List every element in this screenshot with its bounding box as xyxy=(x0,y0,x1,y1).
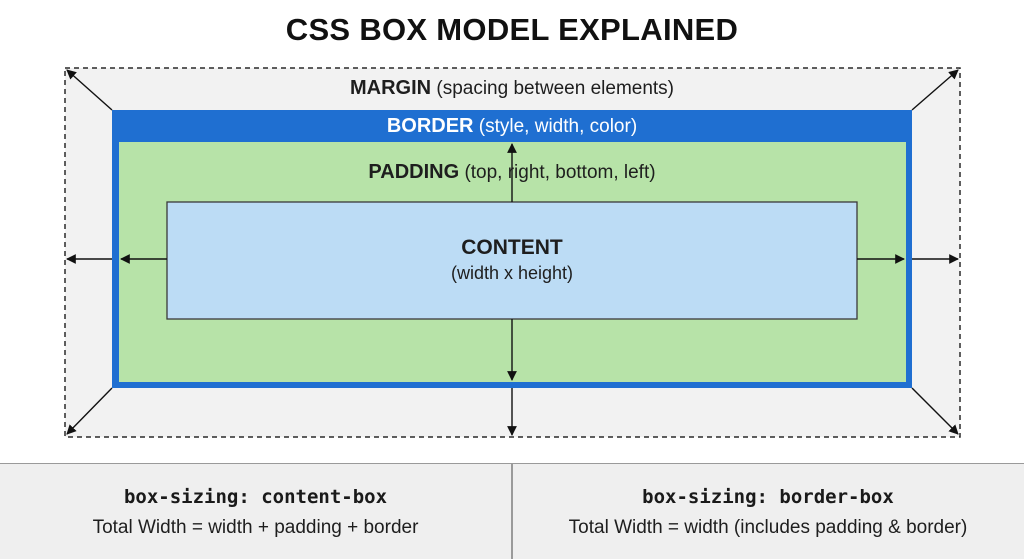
margin-label: MARGIN (spacing between elements) xyxy=(0,77,1024,100)
content-keyword: CONTENT xyxy=(461,236,563,259)
padding-label: PADDING (top, right, bottom, left) xyxy=(0,161,1024,184)
box-sizing-footer: box-sizing: content-box Total Width = wi… xyxy=(0,463,1024,559)
border-box-formula: Total Width = width (includes padding & … xyxy=(568,517,968,538)
margin-detail: (spacing between elements) xyxy=(436,78,675,99)
content-box-formula: Total Width = width + padding + border xyxy=(92,517,419,538)
border-box-code: box-sizing: border-box xyxy=(642,486,894,508)
padding-detail: (top, right, bottom, left) xyxy=(464,162,656,183)
content-box xyxy=(166,201,858,320)
arrow-margin-top-right xyxy=(911,69,959,111)
content-detail: (width x height) xyxy=(450,263,574,283)
arrow-margin-bottom-left xyxy=(66,387,113,435)
border-keyword: BORDER xyxy=(386,115,474,137)
arrow-margin-bottom-right xyxy=(911,387,959,435)
border-detail: (style, width, color) xyxy=(478,116,638,137)
arrow-margin-top-left xyxy=(66,69,113,111)
content-box-code: box-sizing: content-box xyxy=(123,486,388,508)
footer-divider xyxy=(511,464,513,559)
padding-keyword: PADDING xyxy=(368,161,460,183)
box-model-diagram xyxy=(64,67,961,438)
diagram-title: CSS BOX MODEL EXPLAINED xyxy=(285,12,739,47)
border-box-panel: box-sizing: border-box Total Width = wid… xyxy=(512,464,1024,559)
border-label: BORDER (style, width, color) xyxy=(0,115,1024,138)
margin-keyword: MARGIN xyxy=(349,77,432,99)
content-box-panel: box-sizing: content-box Total Width = wi… xyxy=(0,464,511,559)
